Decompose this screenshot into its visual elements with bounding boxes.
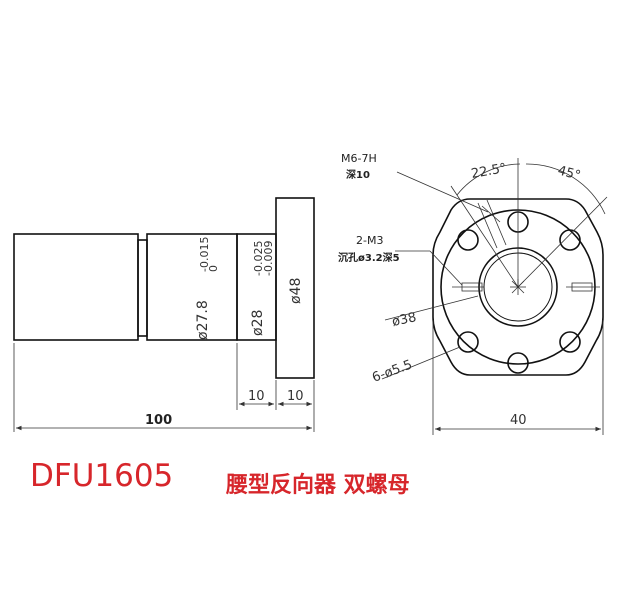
holes-label: 6-ø5.5 <box>370 357 414 385</box>
dia-step-tol-upper: -0.025 <box>252 241 265 276</box>
callout-m6-depth: 深10 <box>346 168 370 181</box>
flange <box>275 197 315 379</box>
model-title: DFU1605 <box>30 458 174 494</box>
side-dimensions <box>13 343 315 432</box>
model-subtitle: 腰型反向器 双螺母 <box>226 473 410 498</box>
angle-small-label: 22.5° <box>470 161 508 182</box>
nut-body-left <box>13 233 139 341</box>
callout-m6: M6-7H <box>341 152 377 165</box>
side-view <box>13 197 315 379</box>
hole-lower-left <box>457 331 479 353</box>
nut-neck <box>137 239 148 337</box>
front-details <box>381 158 608 435</box>
callout-m3: 2-M3 <box>356 234 383 247</box>
dia-pcd-label: ø38 <box>391 310 418 330</box>
dia-body-label: ø27.8 <box>195 300 211 340</box>
len-step-label: 10 <box>248 389 265 404</box>
nut-body-mid <box>146 233 238 341</box>
hole-lower-right <box>559 331 581 353</box>
dia-body-tol-upper: -0.015 <box>198 237 211 272</box>
len-total-label: 100 <box>145 413 172 428</box>
dia-step-label: ø28 <box>250 310 266 336</box>
hole-bottom <box>507 352 529 374</box>
hole-upper-right <box>559 229 581 251</box>
hole-upper-left <box>457 229 479 251</box>
angle-large-label: 45° <box>556 163 582 183</box>
width-label: 40 <box>510 413 527 428</box>
dia-flange-label: ø48 <box>288 278 304 304</box>
flange-outline <box>432 198 604 376</box>
dia-step-tol-lower: -0.009 <box>262 241 275 276</box>
dia-body-tol-lower: 0 <box>207 265 220 272</box>
callout-m3-detail: 沉孔ø3.2深5 <box>338 251 400 264</box>
len-flange-label: 10 <box>287 389 304 404</box>
